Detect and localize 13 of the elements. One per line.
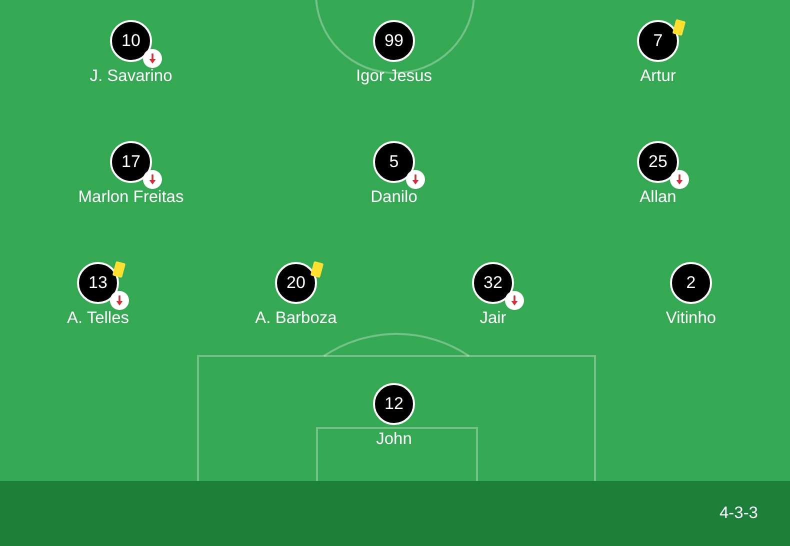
player-name: John (376, 429, 412, 449)
team-bar (0, 481, 790, 546)
player-name: A. Telles (66, 308, 130, 328)
player-name: Marlon Freitas (78, 187, 184, 207)
player-name: A. Barboza (255, 308, 337, 328)
player-name: Danilo (370, 187, 418, 207)
player-name: Allan (640, 187, 676, 207)
player-name: Jair (480, 308, 506, 328)
player-name: J. Savarino (90, 66, 172, 86)
player-name: Igor Jesus (356, 66, 432, 86)
player-name: Vitinho (666, 308, 716, 328)
formation-label: 4-3-3 (719, 503, 758, 523)
player-name: Artur (640, 66, 676, 86)
